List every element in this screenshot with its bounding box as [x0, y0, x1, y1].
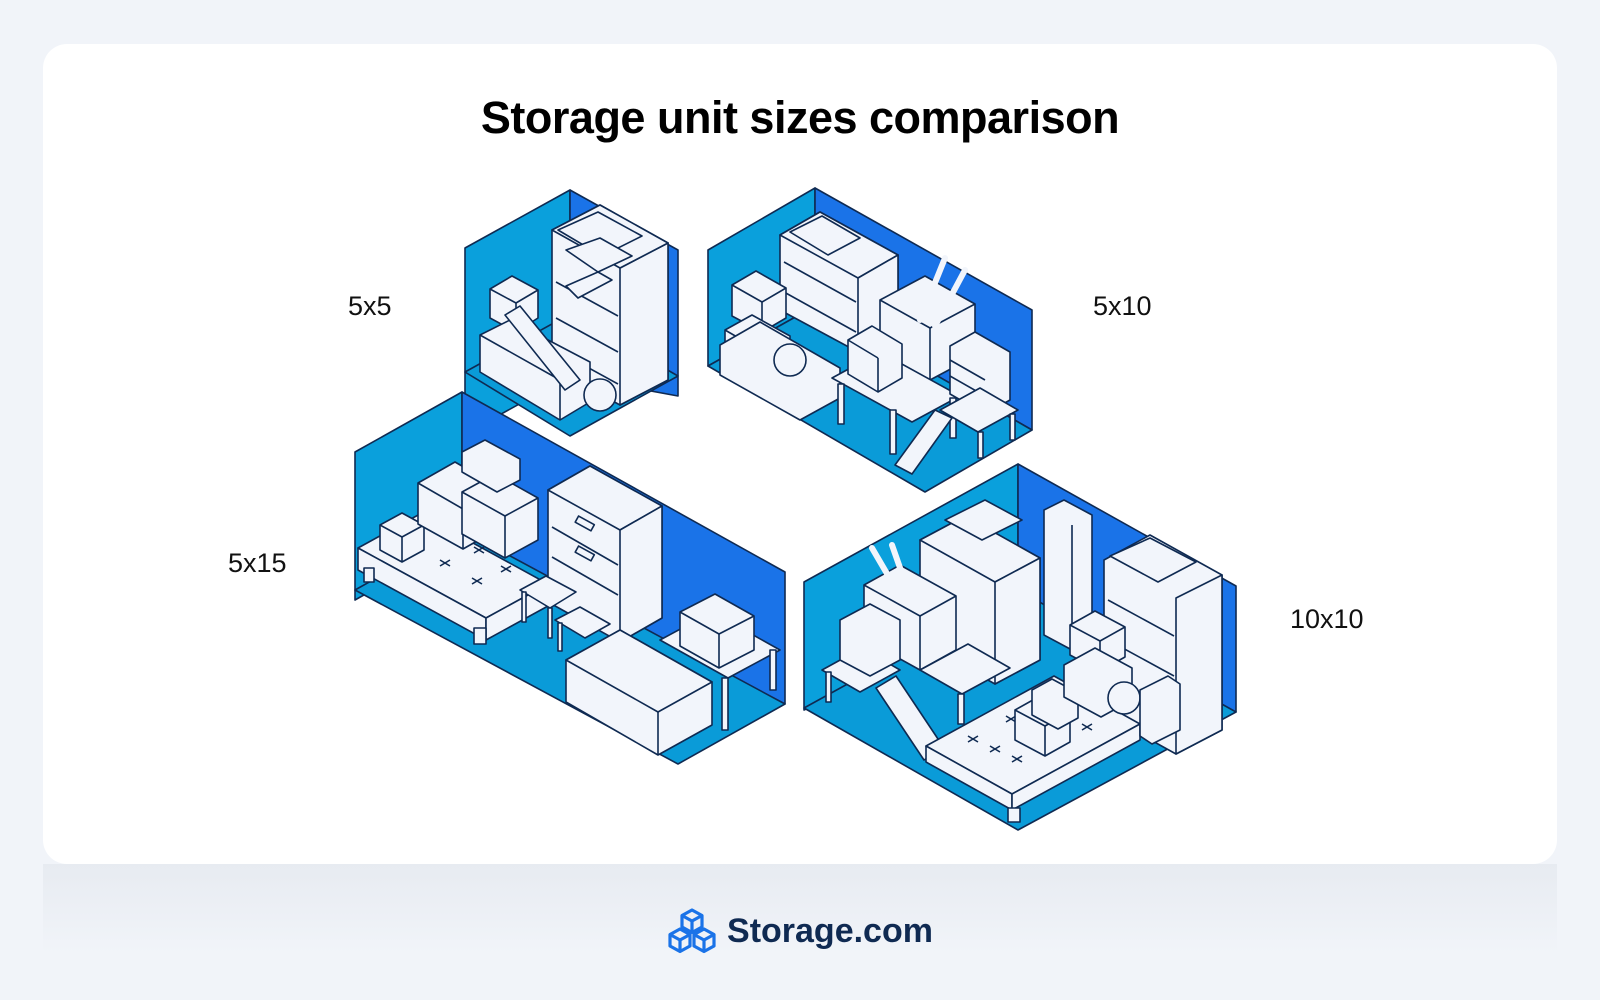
- page-title: Storage unit sizes comparison: [480, 92, 1120, 143]
- brand-name: Storage.com: [727, 911, 933, 950]
- unit-5x5-illustration: [464, 189, 679, 437]
- unit-label-10x10: 10x10: [1290, 604, 1364, 634]
- infographic-card: [43, 44, 1557, 864]
- unit-10x10-illustration: [803, 463, 1237, 831]
- unit-label-5x5: 5x5: [348, 291, 392, 321]
- footer-brand: Storage.com: [0, 908, 1600, 954]
- unit-5x15-illustration: [354, 391, 786, 765]
- card-shadow: [43, 864, 1557, 954]
- unit-label-5x10: 5x10: [1093, 291, 1152, 321]
- unit-label-5x15: 5x15: [228, 548, 287, 578]
- unit-5x10-illustration: [707, 187, 1033, 493]
- storage-cubes-logo-icon: [668, 908, 716, 954]
